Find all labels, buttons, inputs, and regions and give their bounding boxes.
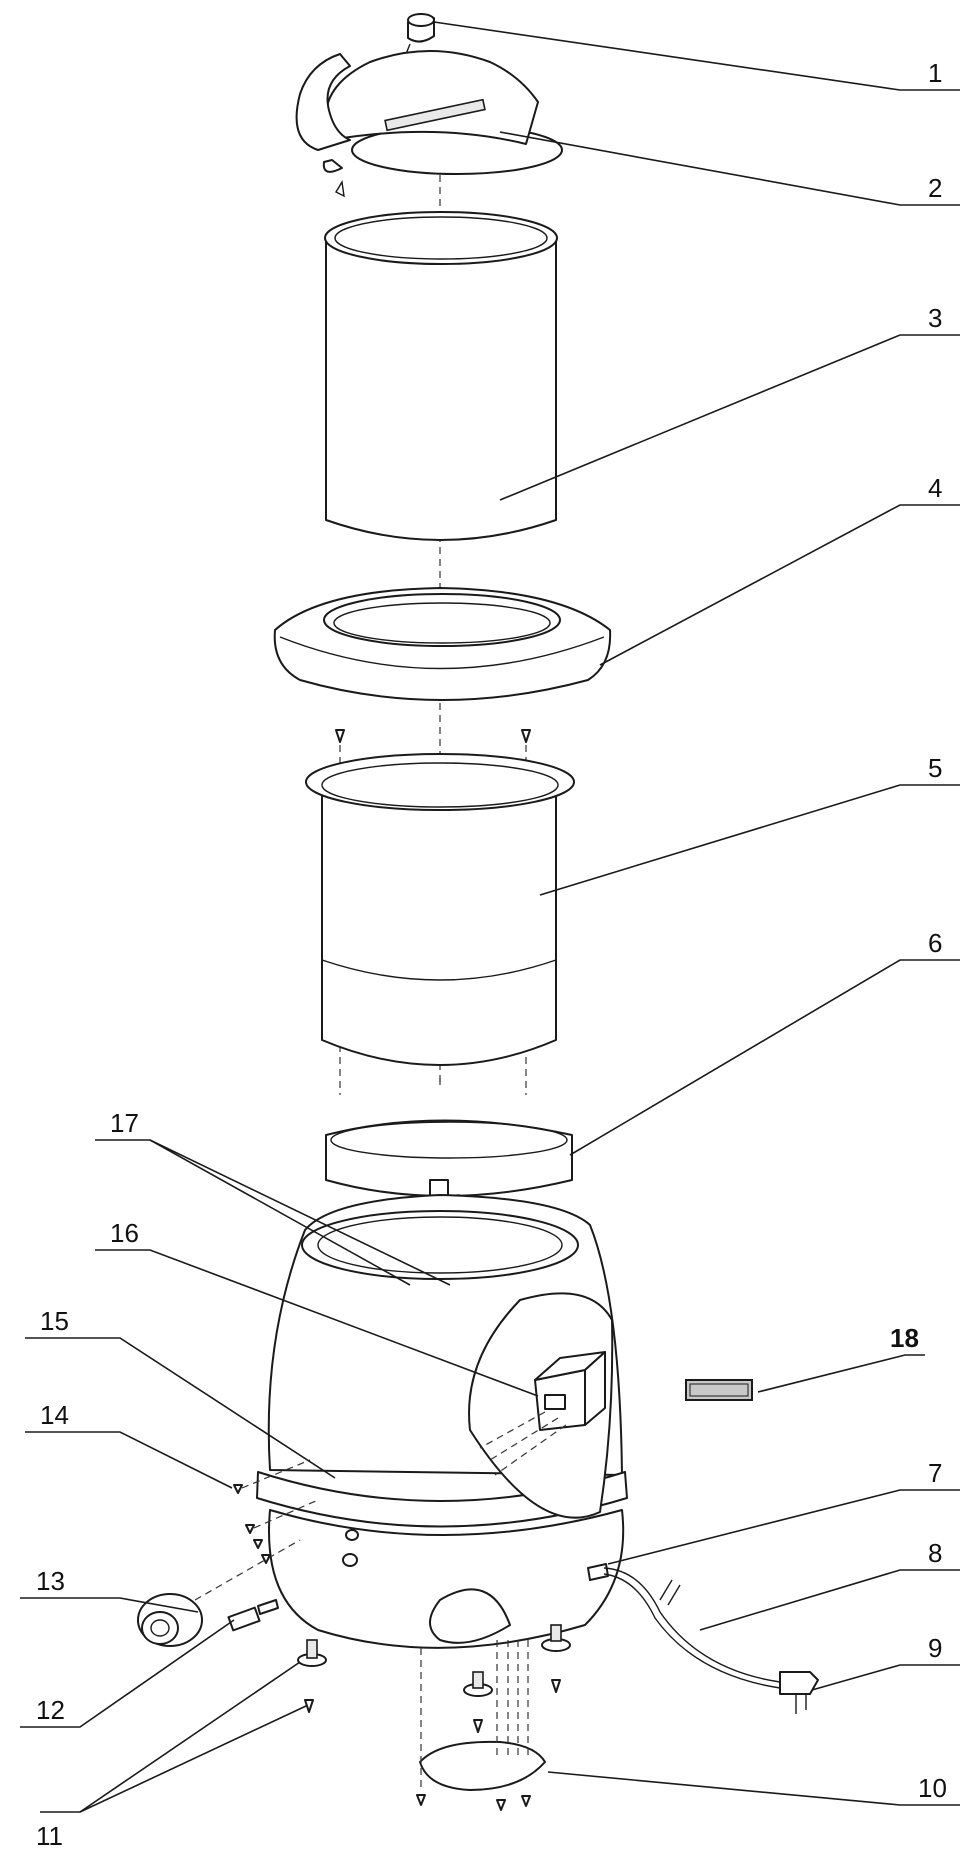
callout-12: 12 xyxy=(36,1695,65,1725)
part-10-bottom-plate xyxy=(416,1740,546,1811)
part-7-cord-grommet xyxy=(587,1563,609,1581)
part-base-lower-housing xyxy=(268,1509,625,1649)
callout-6: 6 xyxy=(928,928,942,958)
callout-5: 5 xyxy=(928,753,942,783)
callout-1: 1 xyxy=(928,58,942,88)
callout-2: 2 xyxy=(928,173,942,203)
callout-10: 10 xyxy=(918,1773,947,1803)
part-4-top-ring xyxy=(273,587,612,701)
part-3-inner-pot xyxy=(324,211,558,541)
part-12-thermostat-shaft xyxy=(227,1599,279,1632)
part-9-plug xyxy=(779,1671,819,1714)
part-15-main-housing xyxy=(256,1194,628,1528)
callout-9: 9 xyxy=(928,1633,942,1663)
part-6-heating-band xyxy=(325,1119,573,1205)
callout-7: 7 xyxy=(928,1458,942,1488)
part-11-feet xyxy=(297,1624,571,1733)
callout-8: 8 xyxy=(928,1538,942,1568)
callout-18: 18 xyxy=(890,1323,919,1353)
part-5-water-tank xyxy=(305,753,575,1066)
callout-16: 16 xyxy=(110,1218,139,1248)
part-18-rating-label xyxy=(685,1379,753,1401)
callout-15: 15 xyxy=(40,1306,69,1336)
callout-14: 14 xyxy=(40,1400,69,1430)
callout-labels: 1 2 3 4 5 6 7 8 9 10 11 12 13 14 15 16 1… xyxy=(36,58,947,1850)
callout-11: 11 xyxy=(36,1821,63,1850)
part-2-lid xyxy=(295,50,563,198)
part-13-control-knob xyxy=(137,1593,203,1647)
leader-lines xyxy=(20,21,960,1813)
callout-4: 4 xyxy=(928,473,942,503)
callout-3: 3 xyxy=(928,303,942,333)
part-14-screws xyxy=(233,1484,271,1564)
callout-17: 17 xyxy=(110,1108,139,1138)
part-8-power-cord xyxy=(603,1567,781,1689)
part-1-lid-knob xyxy=(401,13,435,65)
part-16-switch xyxy=(479,1351,606,1476)
callout-13: 13 xyxy=(36,1566,65,1596)
